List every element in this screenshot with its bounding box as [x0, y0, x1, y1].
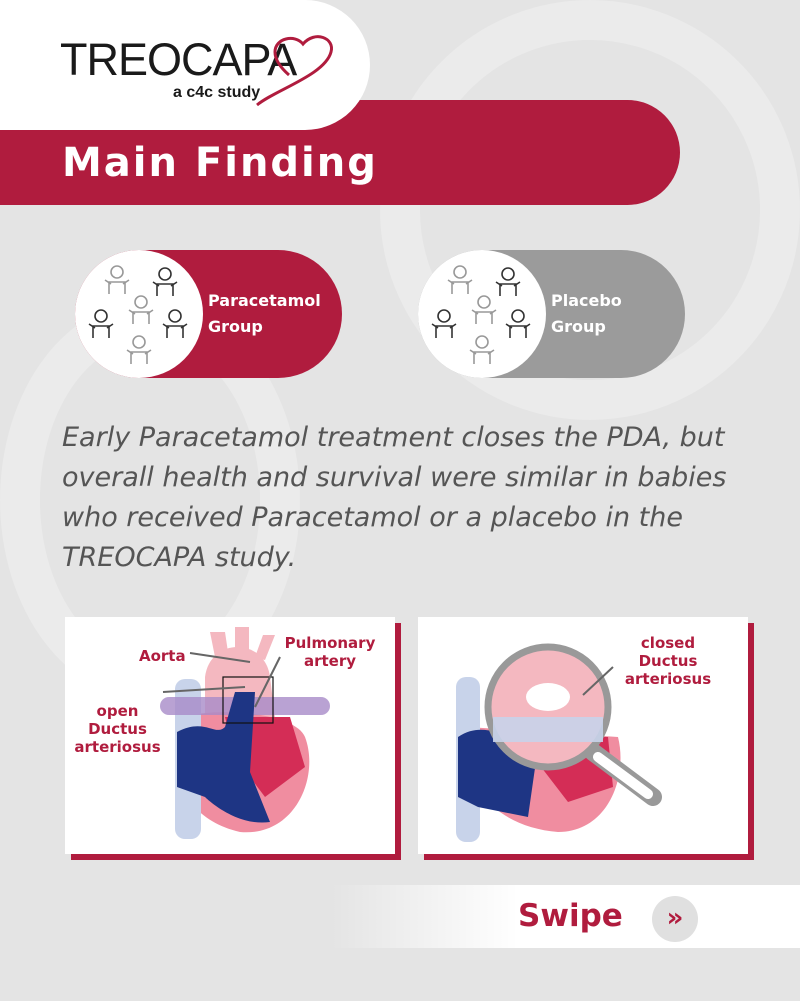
- logo: TREOCAPA a c4c study: [0, 0, 370, 130]
- label-line: Ductus: [88, 720, 147, 738]
- group-label-line: Group: [208, 317, 263, 336]
- babies-icon: [75, 250, 203, 378]
- swipe-label[interactable]: Swipe: [518, 898, 623, 934]
- label-line: Pulmonary: [284, 634, 376, 652]
- heart-diagram-closed: [456, 643, 662, 842]
- swipe-bar: [330, 885, 800, 948]
- heart-diagram-open: [160, 627, 330, 839]
- aorta-label: Aorta: [139, 647, 186, 665]
- label-line: closed: [640, 634, 696, 652]
- page-title: Main Finding: [62, 140, 378, 186]
- group-label-line: Placebo: [551, 291, 622, 310]
- label-line: arteriosus: [74, 738, 161, 756]
- heart-icon: [256, 35, 333, 107]
- label-line: open: [96, 702, 139, 720]
- label-line: Ductus: [638, 652, 698, 670]
- label-line: arteriosus: [624, 670, 712, 688]
- main-finding-statement: Early Paracetamol treatment closes the P…: [62, 422, 727, 573]
- double-chevron-right-icon[interactable]: »: [652, 896, 698, 942]
- logo-name: TREOCAPA: [60, 34, 297, 85]
- label-line: artery: [303, 652, 357, 670]
- logo-tagline: a c4c study: [173, 84, 261, 101]
- babies-icon: [418, 250, 546, 378]
- group-label-line: Paracetamol: [208, 291, 321, 310]
- group-label-line: Group: [551, 317, 606, 336]
